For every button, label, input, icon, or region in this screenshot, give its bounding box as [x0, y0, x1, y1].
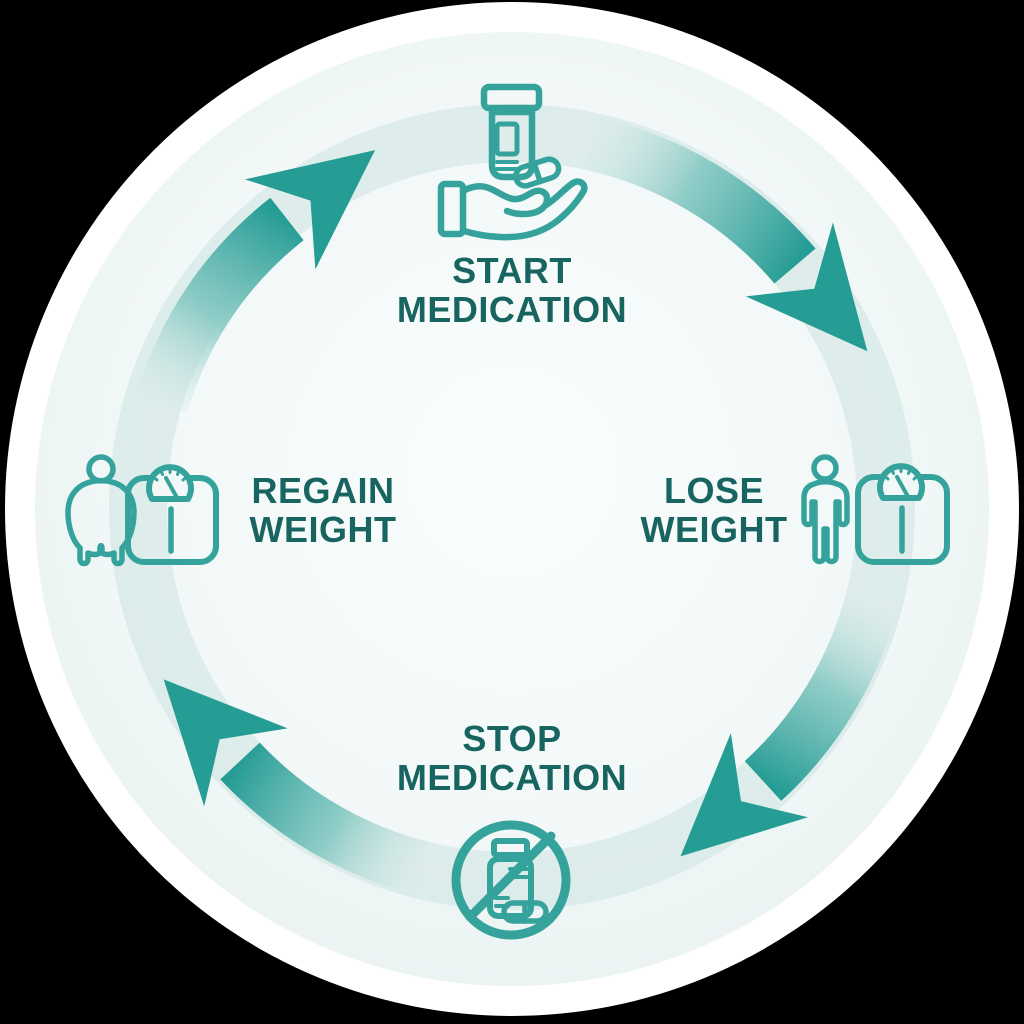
slim-person — [801, 454, 850, 565]
bathroom-scale — [125, 464, 219, 565]
overweight-person — [65, 454, 137, 567]
pill-bottle — [480, 83, 543, 181]
capsule-pill — [501, 900, 549, 924]
step-label-lose-weight: LOSE WEIGHT — [640, 470, 788, 550]
arrow-regain-to-start — [135, 150, 376, 414]
overweight-person-with-scale-icon — [65, 454, 219, 567]
arrow-lose-to-stop — [680, 596, 898, 857]
bathroom-scale — [855, 463, 950, 565]
scale-needle — [895, 475, 911, 501]
prohibition-slash — [465, 831, 556, 922]
step-label-stop-medication: STOP MEDICATION — [396, 718, 628, 798]
hand-giving-medication-icon — [437, 83, 588, 241]
open-hand — [437, 178, 588, 241]
scale-needle — [164, 476, 180, 502]
capsule-pill — [513, 156, 562, 189]
no-medication-icon — [451, 820, 571, 940]
step-label-start-medication: START MEDICATION — [396, 250, 628, 330]
arrow-start-to-lose — [583, 116, 868, 352]
prohibition-circle — [451, 820, 571, 940]
slim-person-with-scale-icon — [801, 454, 950, 565]
step-label-regain-weight: REGAIN WEIGHT — [249, 470, 397, 550]
arrow-stop-to-regain — [163, 679, 429, 895]
